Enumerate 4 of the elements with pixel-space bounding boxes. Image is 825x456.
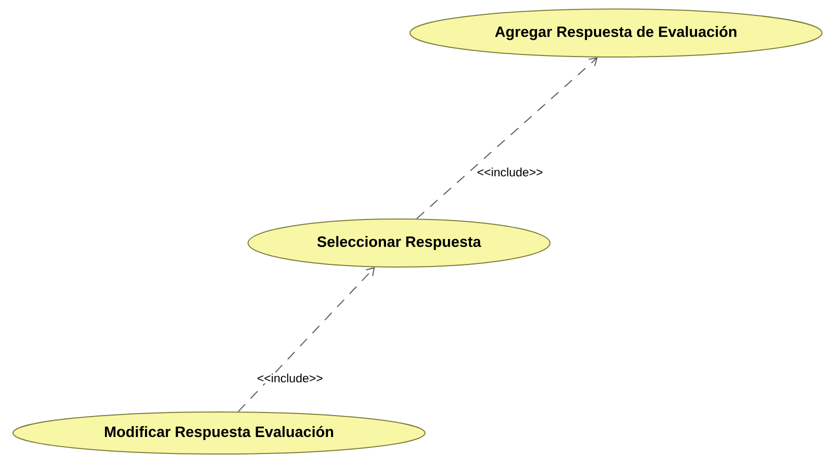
dependency-arrow bbox=[416, 57, 598, 220]
edge-label: <<include>> bbox=[256, 372, 324, 384]
dependency-arrow bbox=[238, 267, 375, 412]
edge-label: <<include>> bbox=[476, 166, 544, 178]
